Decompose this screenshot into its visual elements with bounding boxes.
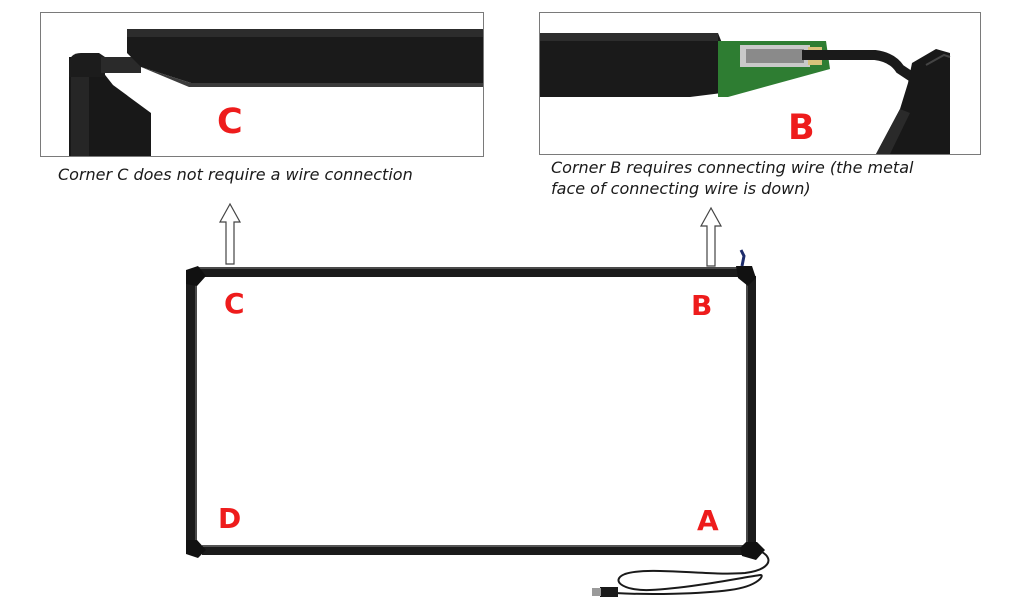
arrow-up-to-b xyxy=(699,206,723,267)
frame-label-d: D xyxy=(218,502,242,535)
corner-piece-c xyxy=(186,266,206,286)
corner-piece-d xyxy=(186,540,206,558)
corner-b-closeup-panel: B xyxy=(539,12,981,155)
corner-c-closeup-photo xyxy=(69,29,483,156)
corner-b-closeup-photo xyxy=(540,33,951,154)
usb-cable xyxy=(592,551,770,597)
corner-c-closeup-panel: C xyxy=(40,12,484,157)
frame-label-c: C xyxy=(224,287,245,320)
frame-bottom-bar xyxy=(202,545,750,555)
corner-c-caption: Corner C does not require a wire connect… xyxy=(58,165,413,184)
corner-b-caption: Corner B requires connecting wire (the m… xyxy=(551,157,913,199)
frame-label-a: A xyxy=(697,504,719,537)
frame-top-bar xyxy=(196,267,741,277)
corner-piece-a xyxy=(740,542,765,560)
frame-left-bar xyxy=(186,280,197,550)
corner-piece-b xyxy=(736,249,756,286)
corner-b-caption-line1: Corner B requires connecting wire (the m… xyxy=(551,158,914,177)
frame-label-b: B xyxy=(691,289,713,322)
frame-right-bar xyxy=(746,276,756,544)
corner-b-caption-line2: face of connecting wire is down) xyxy=(551,179,811,198)
panel-b-label: B xyxy=(788,108,815,148)
panel-c-label: C xyxy=(217,102,243,142)
arrow-up-to-c xyxy=(218,202,242,265)
